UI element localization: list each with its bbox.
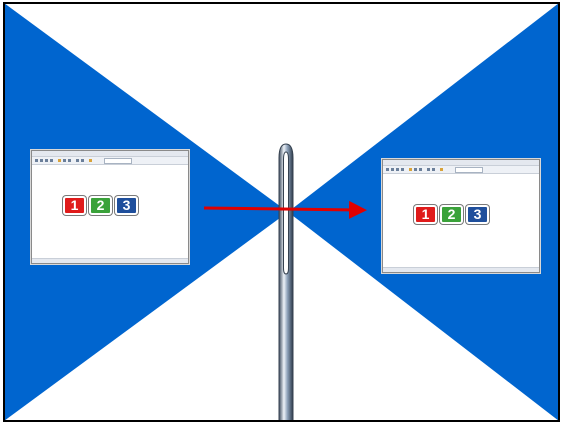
left-document-window: 1 2 3 (31, 150, 189, 264)
tile-1: 1 (63, 196, 86, 215)
tile-3: 3 (115, 196, 138, 215)
tile-2: 2 (89, 196, 112, 215)
right-document-window: 1 2 3 (382, 159, 540, 273)
status-bar (383, 267, 539, 272)
toolbar (383, 166, 539, 174)
number-tiles: 1 2 3 (63, 196, 138, 215)
number-tiles: 1 2 3 (414, 205, 489, 224)
toolbar (32, 157, 188, 165)
tile-2: 2 (440, 205, 463, 224)
status-bar (32, 258, 188, 263)
sewing-needle-icon (279, 144, 293, 421)
tile-3: 3 (466, 205, 489, 224)
right-arrow-icon (204, 208, 358, 210)
tile-1: 1 (414, 205, 437, 224)
